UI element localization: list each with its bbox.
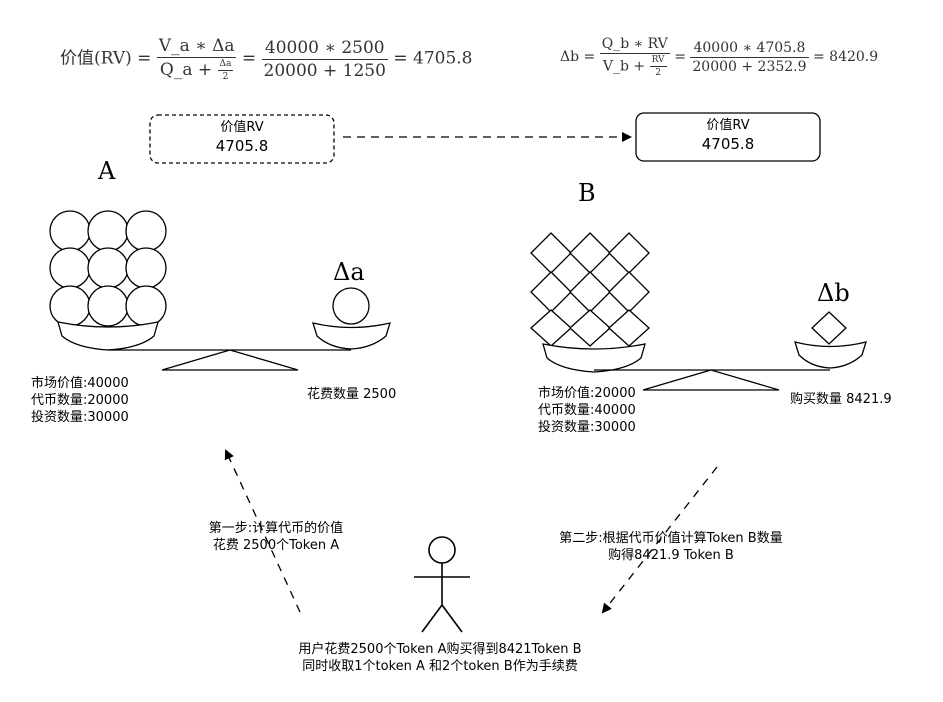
formula-left-frac2-num: 40000 ∗ 2500: [261, 38, 388, 60]
formula-right-small-num: RV: [649, 55, 667, 67]
coin-circle-icon: [87, 285, 129, 327]
scale-a-fulcrum: [161, 349, 299, 371]
formula-right-frac1-num: Q_b ∗ RV: [599, 36, 670, 54]
token-stack-b: [530, 232, 847, 347]
coin-circle-icon: [125, 247, 167, 289]
scale-a-letter: A: [98, 157, 116, 185]
formula-right-frac2: 40000 ∗ 4705.8 20000 + 2352.9: [690, 40, 809, 75]
step2-line2: 购得8421.9 Token B: [608, 548, 734, 563]
coin-circle-icon: [49, 210, 91, 252]
step1-line1: 第一步:计算代币的价值: [208, 521, 344, 536]
scale-b-left-pan: [542, 343, 646, 373]
formula-left-frac1-den-pre: Q_a +: [159, 60, 218, 80]
step1-line2: 花费 2500个Token A: [212, 538, 340, 553]
step1-label: 第一步:计算代币的价值 花费 2500个Token A: [176, 520, 376, 554]
scale-a-right-pan: [312, 322, 391, 350]
coin-circle-icon: [87, 247, 129, 289]
scale-b-buy-label: 购买数量 8421.9: [790, 392, 892, 407]
formula-right-frac2-den: 20000 + 2352.9: [692, 58, 807, 75]
token-diamond-icon: [569, 309, 611, 347]
formula-left-frac2-den: 20000 + 1250: [263, 60, 386, 81]
formula-left-small-num: Δa: [217, 59, 234, 71]
rv-box-left-text: 价值RV 4705.8: [150, 119, 334, 156]
delta-a-coin-icon: [332, 287, 370, 325]
delta-a-label: Δa: [333, 258, 365, 286]
rv-box-left-value: 4705.8: [215, 137, 269, 155]
rv-box-right-text: 价值RV 4705.8: [636, 117, 820, 154]
formula-right-lhs: Δb =: [560, 49, 596, 65]
step2-arrow: [601, 466, 718, 614]
stick-figure-icon: [414, 536, 470, 633]
rv-box-right-value: 4705.8: [701, 135, 755, 153]
scale-b-right-pan: [794, 341, 867, 369]
step2-label: 第二步:根据代币价值计算Token B数量 购得8421.9 Token B: [521, 530, 821, 564]
scale-b-fulcrum: [642, 369, 780, 391]
rv-box-right: [635, 112, 821, 162]
formula-left-small-den: 2: [222, 72, 229, 82]
coin-circle-icon: [125, 285, 167, 327]
scale-a-spend-label: 花费数量 2500: [307, 387, 397, 402]
formula-right-small-den: 2: [655, 68, 661, 78]
token-diamond-icon: [530, 309, 572, 347]
coin-circle-icon: [49, 285, 91, 327]
formula-left-frac1-num: V_a ∗ Δa: [156, 36, 237, 58]
formula-left-lhs: 价值(RV) =: [60, 48, 152, 69]
scale-a-invest-count: 投资数量:30000: [31, 410, 129, 425]
scale-b-market-value: 市场价值:20000: [538, 386, 636, 401]
formula-right-eq1: =: [674, 49, 686, 65]
scale-a-market-value: 市场价值:40000: [31, 376, 129, 391]
rv-box-left-title: 价值RV: [220, 120, 264, 135]
user-caption: 用户花费2500个Token A购买得到8421Token B 同时收取1个to…: [250, 641, 630, 675]
formula-right-frac2-num: 40000 ∗ 4705.8: [690, 40, 809, 58]
scale-b-stats: 市场价值:20000 代币数量:40000 投资数量:30000: [538, 385, 636, 436]
scale-b-token-count: 代币数量:40000: [538, 403, 636, 418]
coin-stack-a: [49, 210, 370, 327]
formula-left-result: = 4705.8: [393, 48, 473, 69]
token-diamond-icon: [530, 232, 572, 274]
rv-box-left: [149, 114, 335, 164]
step2-line1: 第二步:根据代币价值计算Token B数量: [559, 531, 783, 546]
token-diamond-icon: [569, 232, 611, 274]
token-diamond-icon: [530, 271, 572, 313]
token-diamond-icon: [608, 271, 650, 313]
formula-right-result: = 8420.9: [812, 49, 879, 65]
scale-b-letter: B: [578, 179, 596, 207]
coin-circle-icon: [125, 210, 167, 252]
formula-left-eq1: =: [241, 48, 257, 69]
formula-left-frac2: 40000 ∗ 2500 20000 + 1250: [261, 38, 388, 81]
scale-a-left-pan: [57, 321, 159, 351]
coin-circle-icon: [87, 210, 129, 252]
user-caption-line2: 同时收取1个token A 和2个token B作为手续费: [302, 659, 578, 674]
user-caption-line1: 用户花费2500个Token A购买得到8421Token B: [298, 642, 582, 657]
scale-b-invest-count: 投资数量:30000: [538, 420, 636, 435]
rv-box-right-title: 价值RV: [706, 118, 750, 133]
token-diamond-icon: [569, 271, 611, 313]
formula-right-frac1-den-pre: V_b +: [602, 58, 650, 75]
coin-circle-icon: [49, 247, 91, 289]
balance-scale-icon: [57, 321, 391, 371]
token-diamond-icon: [608, 232, 650, 274]
scale-a-stats: 市场价值:40000 代币数量:20000 投资数量:30000: [31, 375, 129, 426]
delta-b-label: Δb: [817, 279, 850, 307]
balance-scale-icon: [542, 341, 867, 391]
scale-a-token-count: 代币数量:20000: [31, 393, 129, 408]
token-diamond-icon: [608, 309, 650, 347]
delta-b-token-icon: [811, 311, 847, 345]
